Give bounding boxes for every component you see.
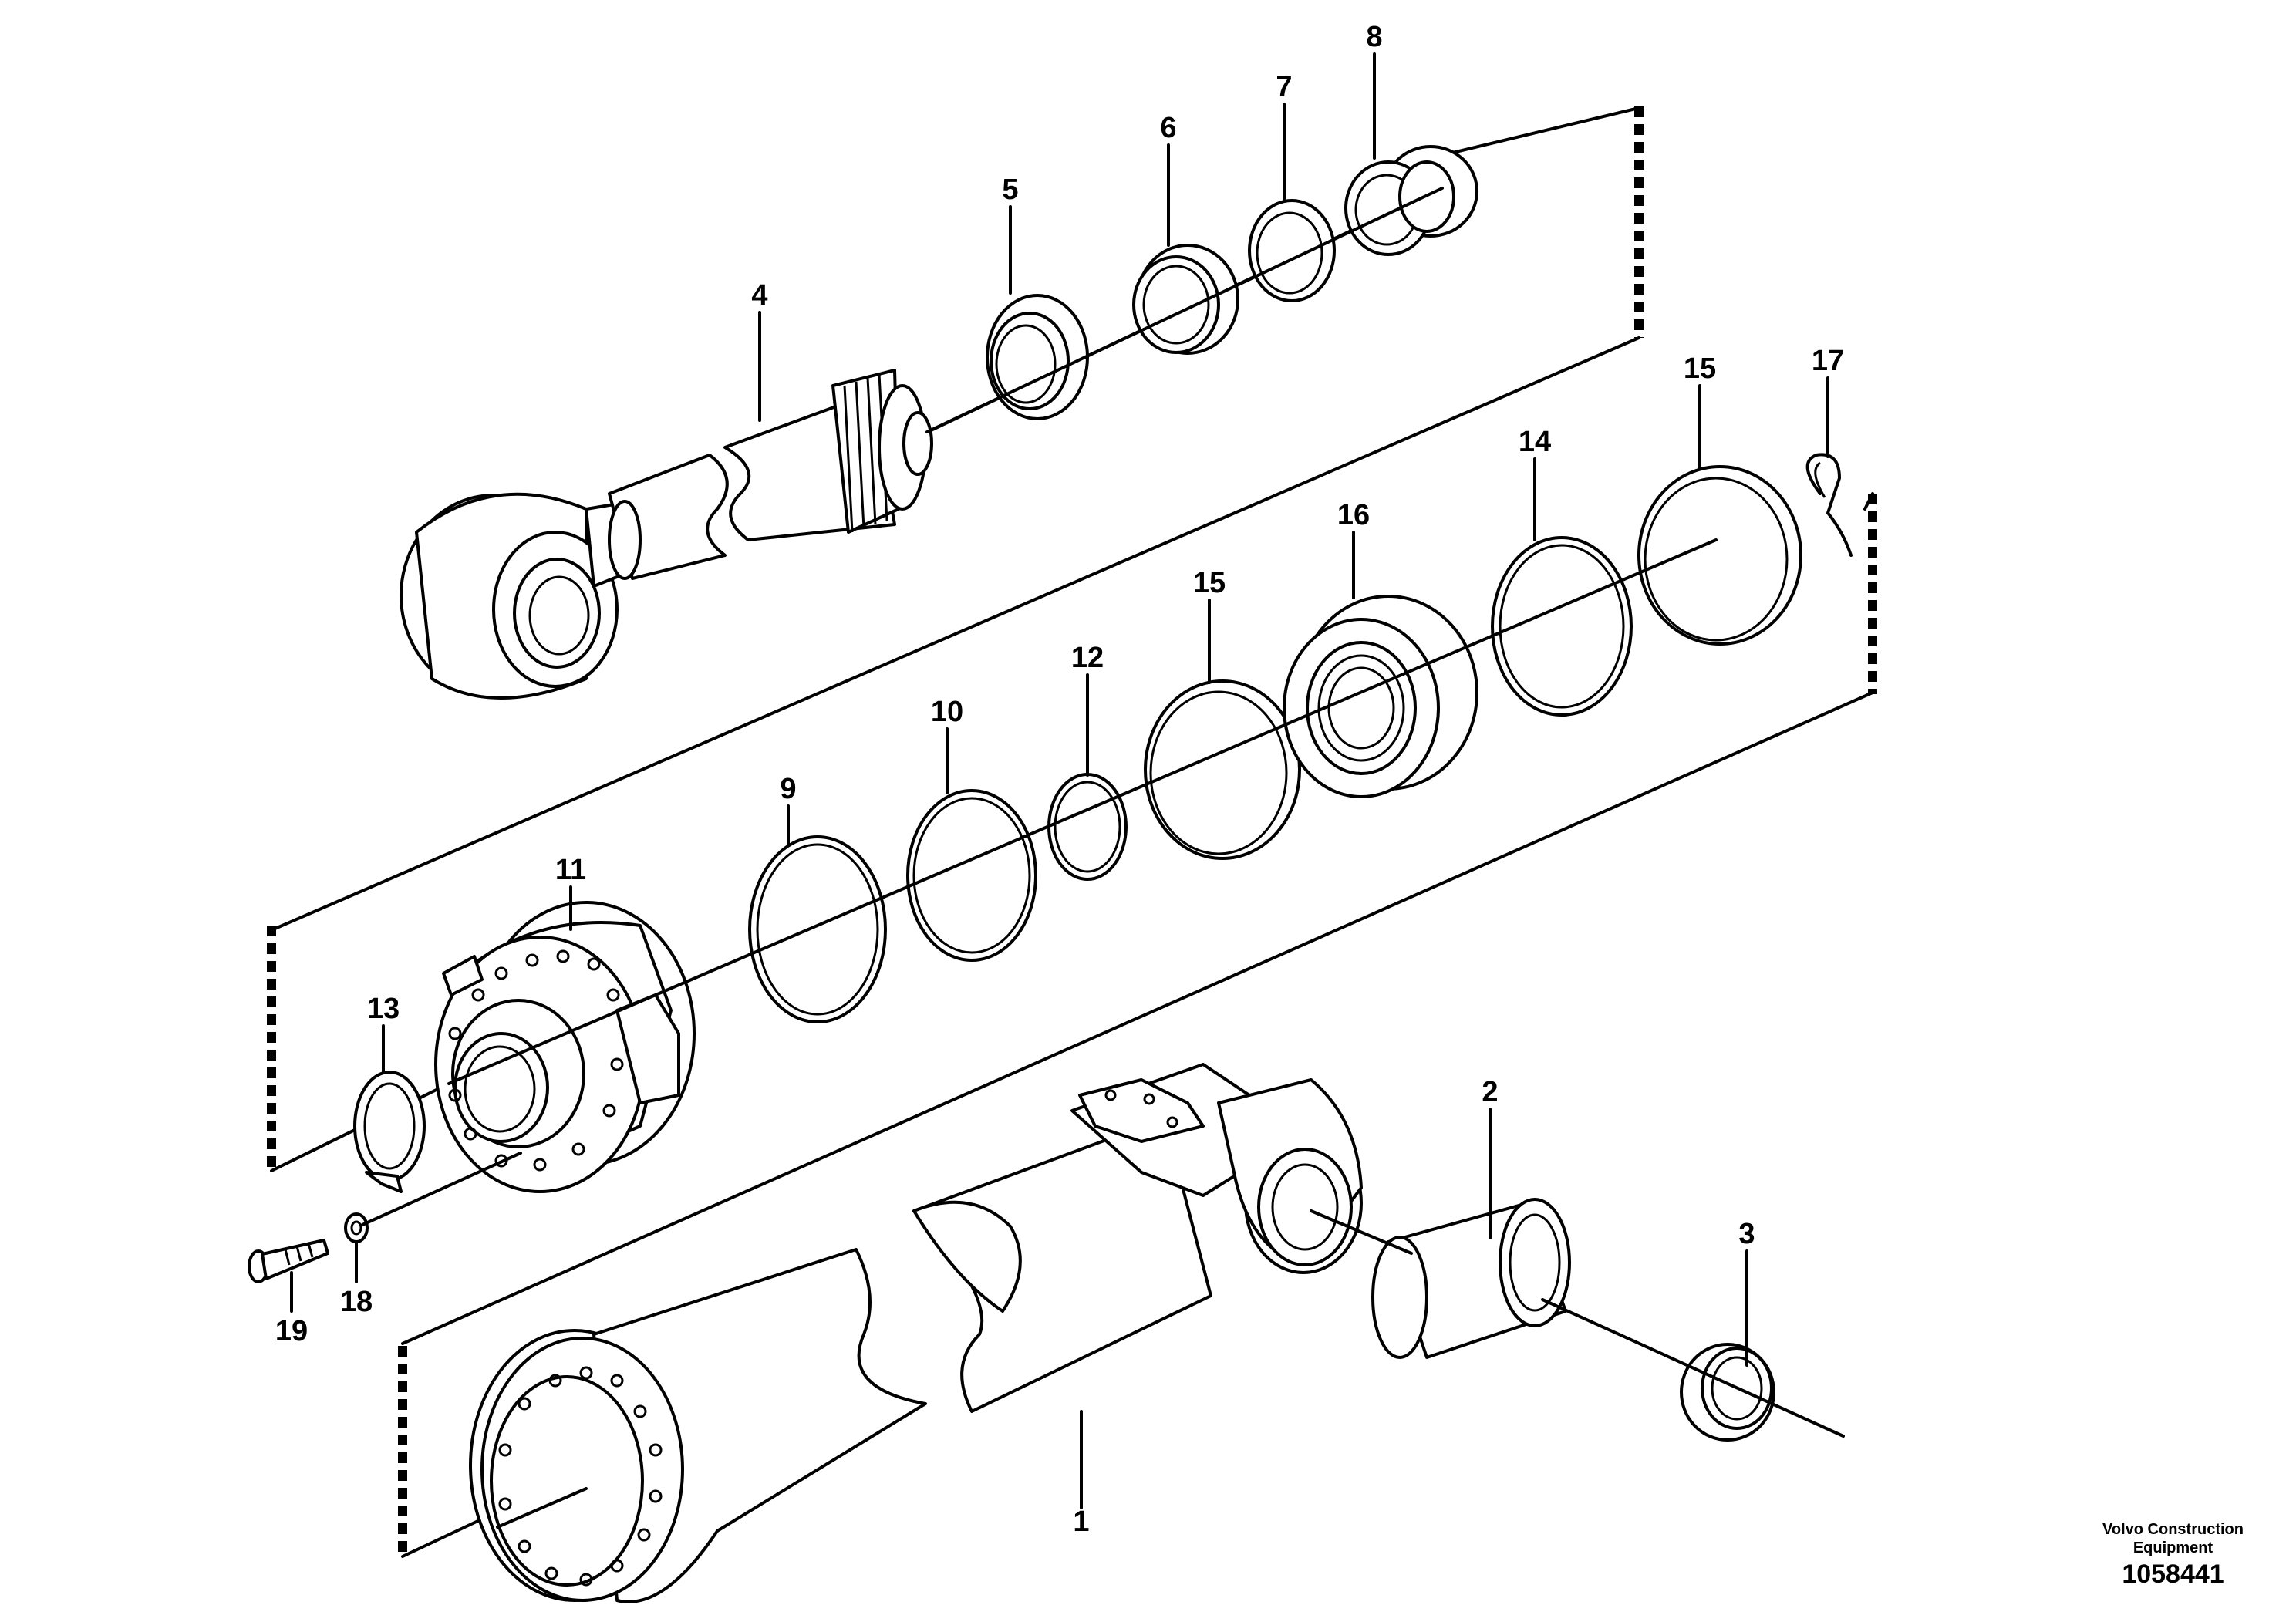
part-wiper-8[interactable] — [1344, 145, 1478, 256]
callout-13: 13 — [367, 993, 400, 1025]
part-bushing-2[interactable] — [1371, 1198, 1571, 1359]
part-piston-rod-eye[interactable] — [400, 454, 729, 700]
part-cylinder-head-11[interactable] — [434, 901, 696, 1193]
brand-line-2: Equipment — [2132, 1539, 2213, 1556]
callout-12: 12 — [1071, 642, 1104, 674]
callout-9: 9 — [780, 773, 796, 805]
part-piston-16[interactable] — [1283, 595, 1478, 798]
part-guide-ring-15b[interactable] — [1637, 465, 1802, 646]
part-screw-19[interactable] — [248, 1239, 329, 1283]
part-ring-7[interactable] — [1248, 199, 1336, 302]
callout-5: 5 — [1002, 174, 1018, 206]
callout-16: 16 — [1337, 499, 1370, 531]
callout-17: 17 — [1812, 345, 1844, 377]
axis-lines-row3 — [496, 1209, 1845, 1529]
callout-7: 7 — [1276, 71, 1292, 103]
part-washer-18[interactable] — [344, 1212, 369, 1243]
part-ring-12[interactable] — [1047, 773, 1128, 881]
callout-6: 6 — [1160, 112, 1176, 144]
callout-labels: 1 2 3 4 5 6 7 8 9 10 11 12 13 14 15 15 1… — [275, 21, 1844, 1538]
part-seal-3[interactable] — [1680, 1343, 1775, 1442]
drawing-number: 1058441 — [2122, 1560, 2224, 1589]
part-oring-10[interactable] — [906, 789, 1037, 962]
callout-4: 4 — [751, 279, 767, 312]
callout-18: 18 — [340, 1286, 373, 1318]
part-snap-ring-13[interactable] — [353, 1071, 426, 1193]
drawing-footer: Volvo Construction Equipment 1058441 — [2102, 1520, 2244, 1591]
part-seal-5[interactable] — [986, 294, 1089, 420]
brand-line-1: Volvo Construction — [2102, 1521, 2244, 1538]
part-oring-9[interactable] — [748, 835, 887, 1023]
callout-15b: 15 — [1193, 567, 1226, 599]
callout-14: 14 — [1519, 426, 1551, 458]
leader-lines — [290, 52, 1829, 1509]
callout-19: 19 — [275, 1315, 308, 1347]
part-piston-rod[interactable] — [723, 369, 933, 541]
part-cylinder-tube-1[interactable] — [469, 1063, 1363, 1603]
callout-10: 10 — [931, 696, 963, 728]
part-bushing-6[interactable] — [1132, 244, 1239, 355]
callout-2: 2 — [1482, 1076, 1498, 1108]
part-seal-14[interactable] — [1491, 536, 1633, 717]
part-guide-ring-15a[interactable] — [1144, 679, 1301, 860]
callout-3: 3 — [1738, 1218, 1755, 1250]
callout-11: 11 — [555, 854, 586, 886]
callout-1: 1 — [1073, 1506, 1089, 1538]
part-lock-wire-17[interactable] — [1805, 453, 1853, 557]
callout-15a: 15 — [1684, 352, 1716, 385]
callout-8: 8 — [1366, 21, 1382, 53]
